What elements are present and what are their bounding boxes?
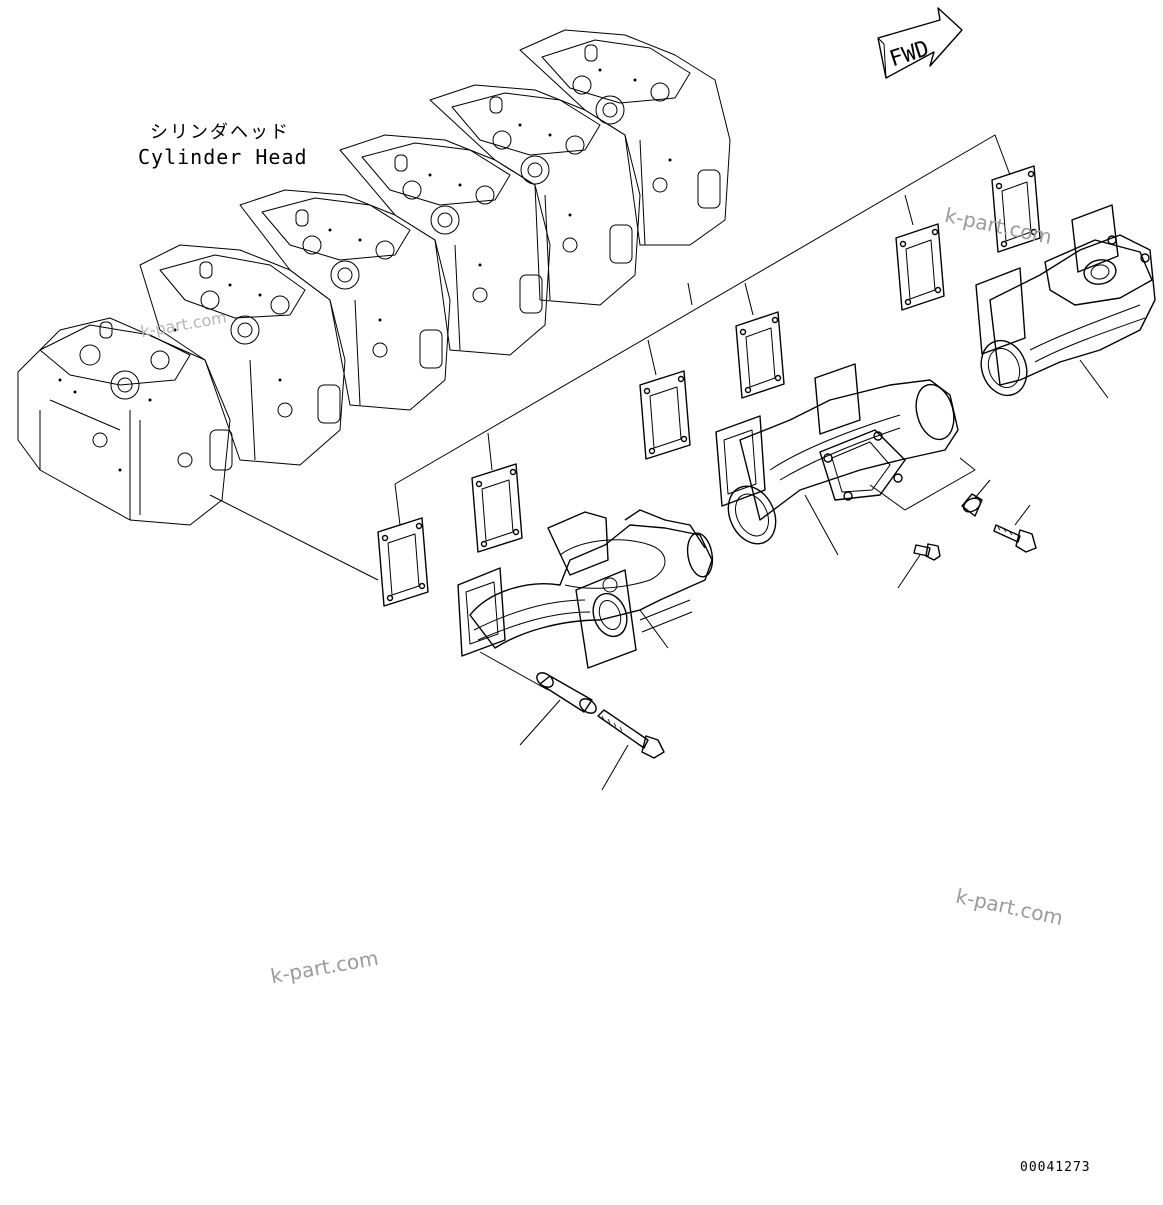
leader-center-manifold	[804, 494, 839, 556]
cylinder-head-5	[429, 84, 641, 306]
gasket-1	[377, 517, 429, 607]
gasket-group-bracket	[394, 134, 1011, 526]
leader-front-manifold	[639, 609, 669, 649]
cylinder-head-6	[519, 29, 731, 246]
head-detail-dots	[58, 68, 672, 472]
leader-head	[209, 494, 379, 581]
bolt-front-long	[597, 709, 665, 791]
gasket-6	[991, 165, 1041, 253]
exhaust-gaskets	[377, 165, 1041, 607]
cylinder-head-block	[17, 29, 731, 526]
center-fastener-bracket	[869, 457, 976, 511]
cylinder-head-1	[17, 317, 233, 526]
gasket-4	[735, 311, 785, 399]
rear-exhaust-manifold	[975, 204, 1156, 397]
gasket-3	[639, 370, 691, 460]
gasket-2	[471, 463, 523, 553]
leader-front-spacer-bracket	[479, 651, 549, 691]
drawing-number: 00041273	[1020, 1160, 1091, 1175]
cylinder-head-4	[339, 134, 551, 356]
gasket-5	[895, 223, 945, 311]
cylinder-head-label-en: Cylinder Head	[138, 145, 308, 169]
center-exhaust-manifold	[715, 363, 959, 545]
spacer-sleeve-center	[961, 479, 991, 517]
cylinder-head-label-jp: シリンダヘッド	[150, 122, 290, 143]
cylinder-head-2	[139, 244, 346, 466]
cylinder-head-3	[239, 189, 451, 411]
fwd-label: FWD	[887, 36, 933, 72]
leader-rear-manifold	[1079, 359, 1109, 399]
fwd-arrow: FWD	[877, 7, 963, 79]
front-exhaust-manifold	[457, 509, 714, 669]
bolt-center-long	[993, 504, 1037, 553]
bolt-center-short	[897, 543, 941, 589]
spacer-sleeve-front	[519, 672, 597, 746]
head-studs	[99, 44, 598, 339]
